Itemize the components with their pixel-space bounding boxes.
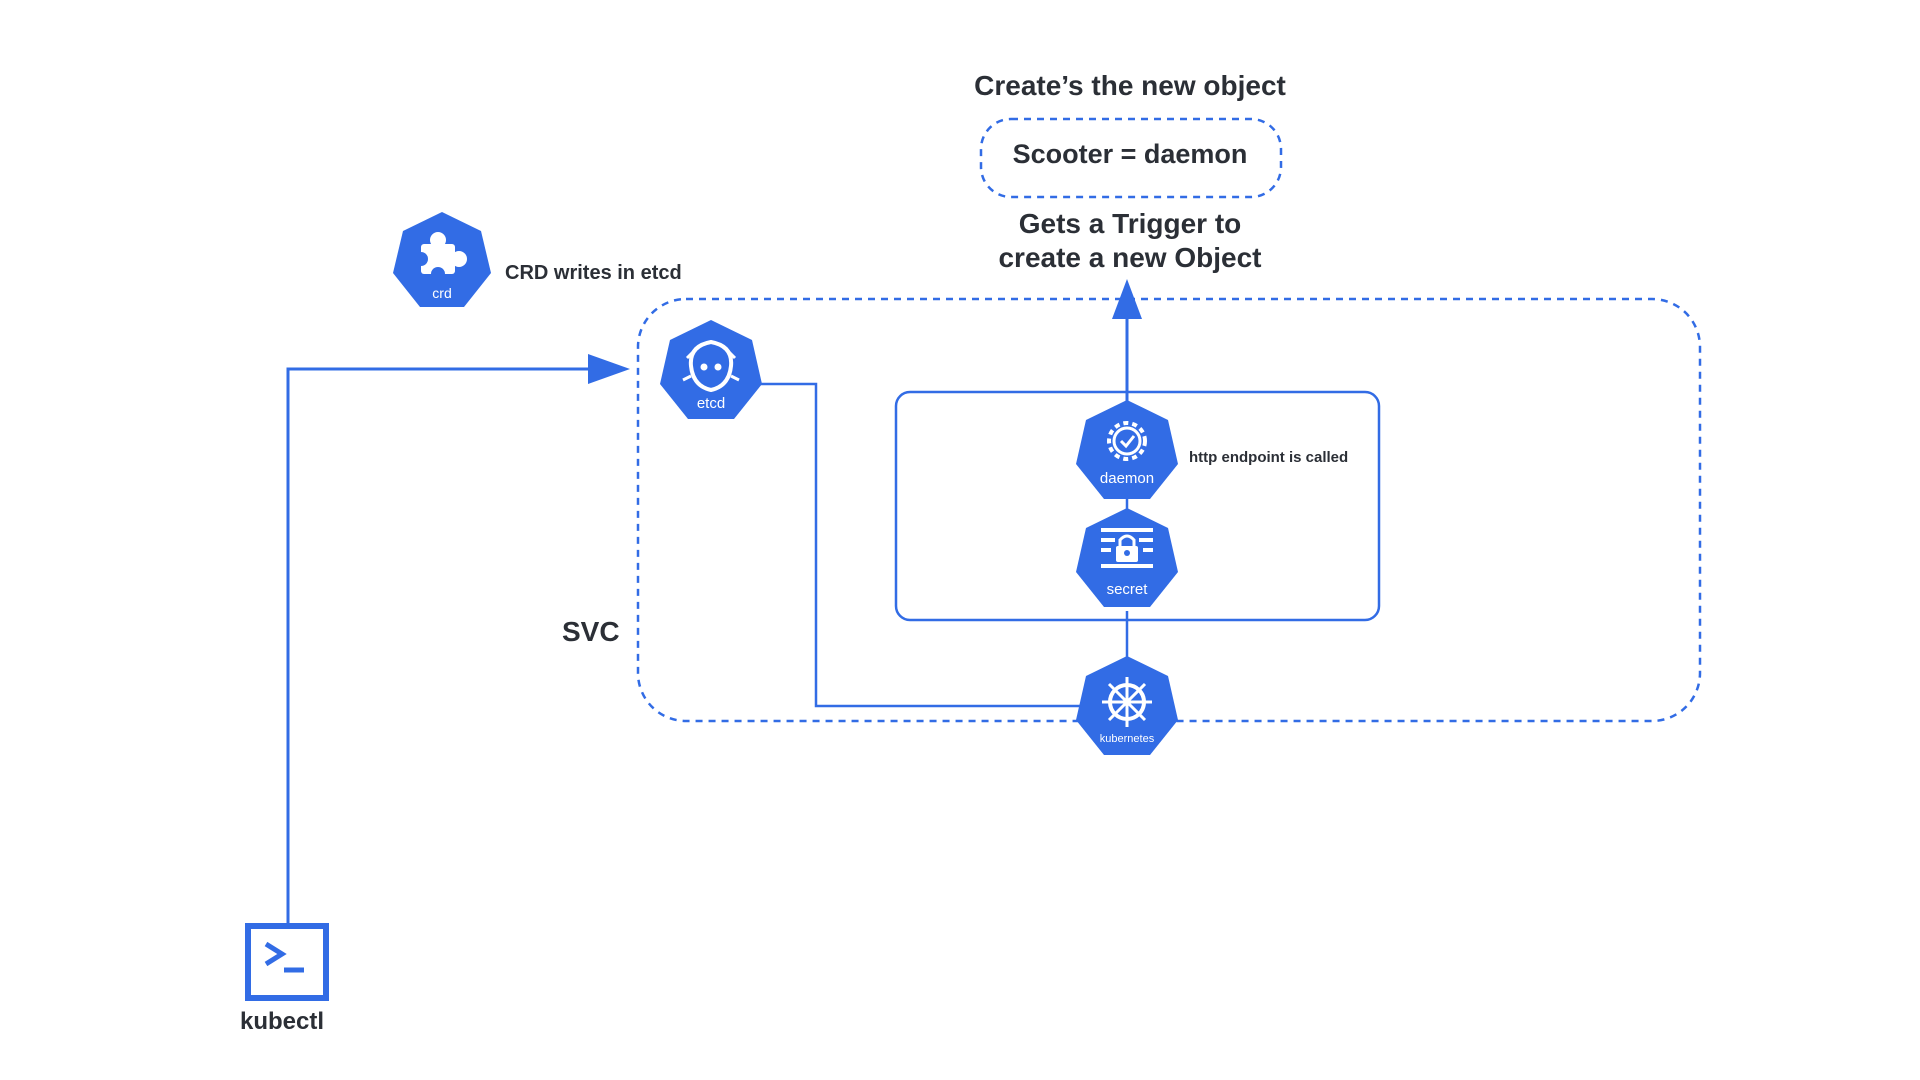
svc-label: SVC <box>562 616 620 647</box>
etcd-node[interactable]: etcd <box>660 320 762 419</box>
crd-node-label: crd <box>432 285 451 301</box>
daemon-heptagon <box>1076 400 1178 499</box>
trigger-label: Gets a Trigger to create a new Object <box>960 207 1300 275</box>
trigger-label-line2: create a new Object <box>998 242 1262 273</box>
secret-node-label: secret <box>1107 581 1149 598</box>
crd-node[interactable]: crd <box>393 212 491 307</box>
http-note: http endpoint is called <box>1189 449 1349 466</box>
object-label: Scooter = daemon <box>1012 139 1248 169</box>
daemon-node-label: daemon <box>1100 470 1154 487</box>
helm-wheel-icon <box>1102 677 1152 727</box>
pod-box <box>894 390 1381 622</box>
terminal-icon[interactable] <box>245 923 329 1001</box>
etcd-node-label: etcd <box>697 395 725 412</box>
daemon-node[interactable]: daemon <box>1076 400 1178 499</box>
crd-note: CRD writes in etcd <box>505 262 682 284</box>
kubernetes-node-label: kubernetes <box>1100 733 1155 745</box>
gear-check-icon <box>1107 421 1147 461</box>
lock-icon <box>1101 528 1153 568</box>
svc-container <box>636 297 1702 723</box>
kubectl-arrowhead <box>588 354 630 384</box>
trigger-label-line1: Gets a Trigger to <box>1018 208 1242 239</box>
trigger-arrowhead <box>1112 279 1142 319</box>
puzzle-icon <box>414 232 467 281</box>
kubectl-to-svc-line <box>286 367 594 926</box>
kubectl-label: kubectl <box>240 1008 325 1035</box>
object-box <box>979 117 1283 199</box>
diagram-title: Create’s the new object <box>974 70 1286 101</box>
etcd-icon <box>682 339 740 393</box>
etcd-heptagon <box>660 320 762 419</box>
kubernetes-node[interactable]: kubernetes <box>1076 656 1178 755</box>
etcd-to-kubernetes-line <box>758 382 1082 708</box>
secret-node[interactable]: secret <box>1076 508 1178 607</box>
